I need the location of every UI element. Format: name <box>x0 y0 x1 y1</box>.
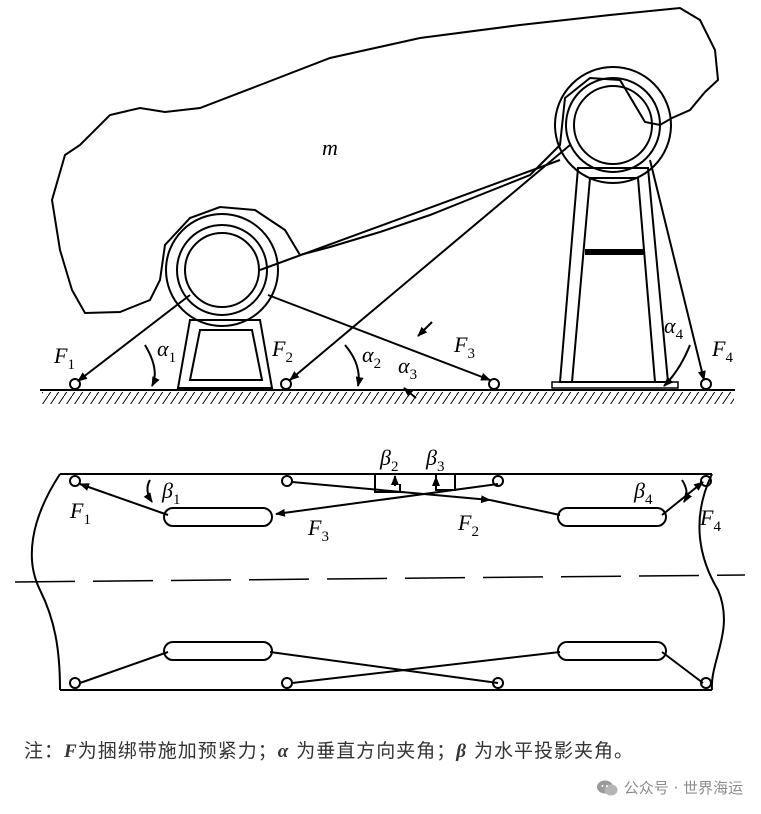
top-strap-f2-tail <box>489 499 561 516</box>
car-body-outline <box>50 6 720 315</box>
alpha4-arc <box>663 344 691 387</box>
alpha2-arc <box>344 344 364 387</box>
side-label-alpha1: α1 <box>157 336 176 366</box>
break-line-left <box>30 473 61 691</box>
side-label-f3: F3 <box>453 332 475 362</box>
caption-beta-text: 为水平投影夹角。 <box>467 740 635 762</box>
anchor-top-6 <box>281 677 293 689</box>
side-label-f2: F2 <box>271 336 293 366</box>
caption-beta-symbol: β <box>456 741 468 762</box>
caption-f-text: 为捆绑带施加预紧力； <box>77 740 278 762</box>
strap-side-f2b <box>259 159 561 271</box>
alpha1-arc <box>144 344 160 387</box>
beta1-arc <box>143 479 153 503</box>
bottom-strap-4 <box>661 651 704 684</box>
side-label-alpha4: α4 <box>664 313 684 343</box>
anchor-top-1 <box>69 475 81 487</box>
center-line <box>14 574 746 583</box>
ground-hatch <box>42 392 734 404</box>
anchor-top-4 <box>700 475 712 487</box>
top-label-f1: F1 <box>69 498 91 528</box>
beta3-bracket <box>435 474 456 491</box>
watermark: 公众号 · 世界海运 <box>596 777 743 798</box>
top-label-f4: F4 <box>699 505 721 535</box>
front-tire <box>165 213 279 327</box>
rear-rim-inner <box>573 85 653 165</box>
strap-side-f1 <box>77 294 191 382</box>
top-strap-f1 <box>79 483 169 516</box>
caption: 注：F为捆绑带施加预紧力；α 为垂直方向夹角；β 为水平投影夹角。 <box>24 730 744 773</box>
rear-tire <box>554 66 672 184</box>
top-strap-f3 <box>275 483 499 517</box>
strap-side-f3 <box>267 294 491 381</box>
top-wheel-fl <box>163 507 273 527</box>
alpha3-pointer-bottom <box>403 387 417 399</box>
front-rim-outer <box>176 224 268 316</box>
side-label-alpha3: α3 <box>398 353 417 383</box>
anchor-top-8 <box>700 677 712 689</box>
top-label-beta4: β4 <box>633 478 653 508</box>
bottom-strap-1 <box>79 651 169 684</box>
top-wheel-fr <box>557 507 667 527</box>
beta2-bracket <box>374 474 401 493</box>
alpha3-pointer-top <box>417 321 433 337</box>
rear-rim-outer <box>565 77 661 173</box>
anchor-side-3 <box>488 378 500 390</box>
side-label-alpha2: α2 <box>362 342 381 372</box>
side-label-f4: F4 <box>711 336 733 366</box>
top-strap-f4 <box>661 481 704 516</box>
caption-alpha-symbol: α <box>277 741 290 762</box>
strap-side-f2 <box>289 144 571 381</box>
caption-prefix: 注： <box>24 740 65 762</box>
anchor-side-2 <box>280 378 292 390</box>
wechat-icon <box>596 780 618 795</box>
top-wheel-rl <box>163 641 273 661</box>
lashing-diagram: m F1 α1 F2 α2 α3 F3 α4 F4 <box>14 6 746 691</box>
side-view <box>40 6 735 404</box>
top-label-beta2: β2 <box>379 445 398 475</box>
bottom-strap-3 <box>269 651 499 684</box>
mass-label: m <box>322 135 338 160</box>
anchor-side-1 <box>69 378 81 390</box>
top-view <box>14 473 746 691</box>
top-label-beta1: β1 <box>161 478 180 508</box>
caption-alpha-text: 为垂直方向夹角； <box>289 740 457 762</box>
watermark-text: 公众号 · 世界海运 <box>623 779 743 797</box>
strap-side-f4 <box>649 159 706 381</box>
caption-f-symbol: F <box>64 741 78 762</box>
anchor-top-5 <box>69 677 81 689</box>
front-rim-inner <box>184 232 260 308</box>
side-label-f1: F1 <box>53 343 75 373</box>
bottom-strap-2 <box>291 651 561 684</box>
anchor-top-2 <box>281 475 293 487</box>
beta4-arc <box>681 479 693 503</box>
top-label-f3: F3 <box>307 515 329 545</box>
front-stand <box>176 319 274 389</box>
top-wheel-rr <box>557 641 667 661</box>
anchor-side-4 <box>700 378 712 390</box>
top-label-beta3: β3 <box>425 445 444 475</box>
break-line-right <box>698 473 725 691</box>
top-label-f2: F2 <box>457 510 479 540</box>
anchor-top-3 <box>492 475 504 487</box>
